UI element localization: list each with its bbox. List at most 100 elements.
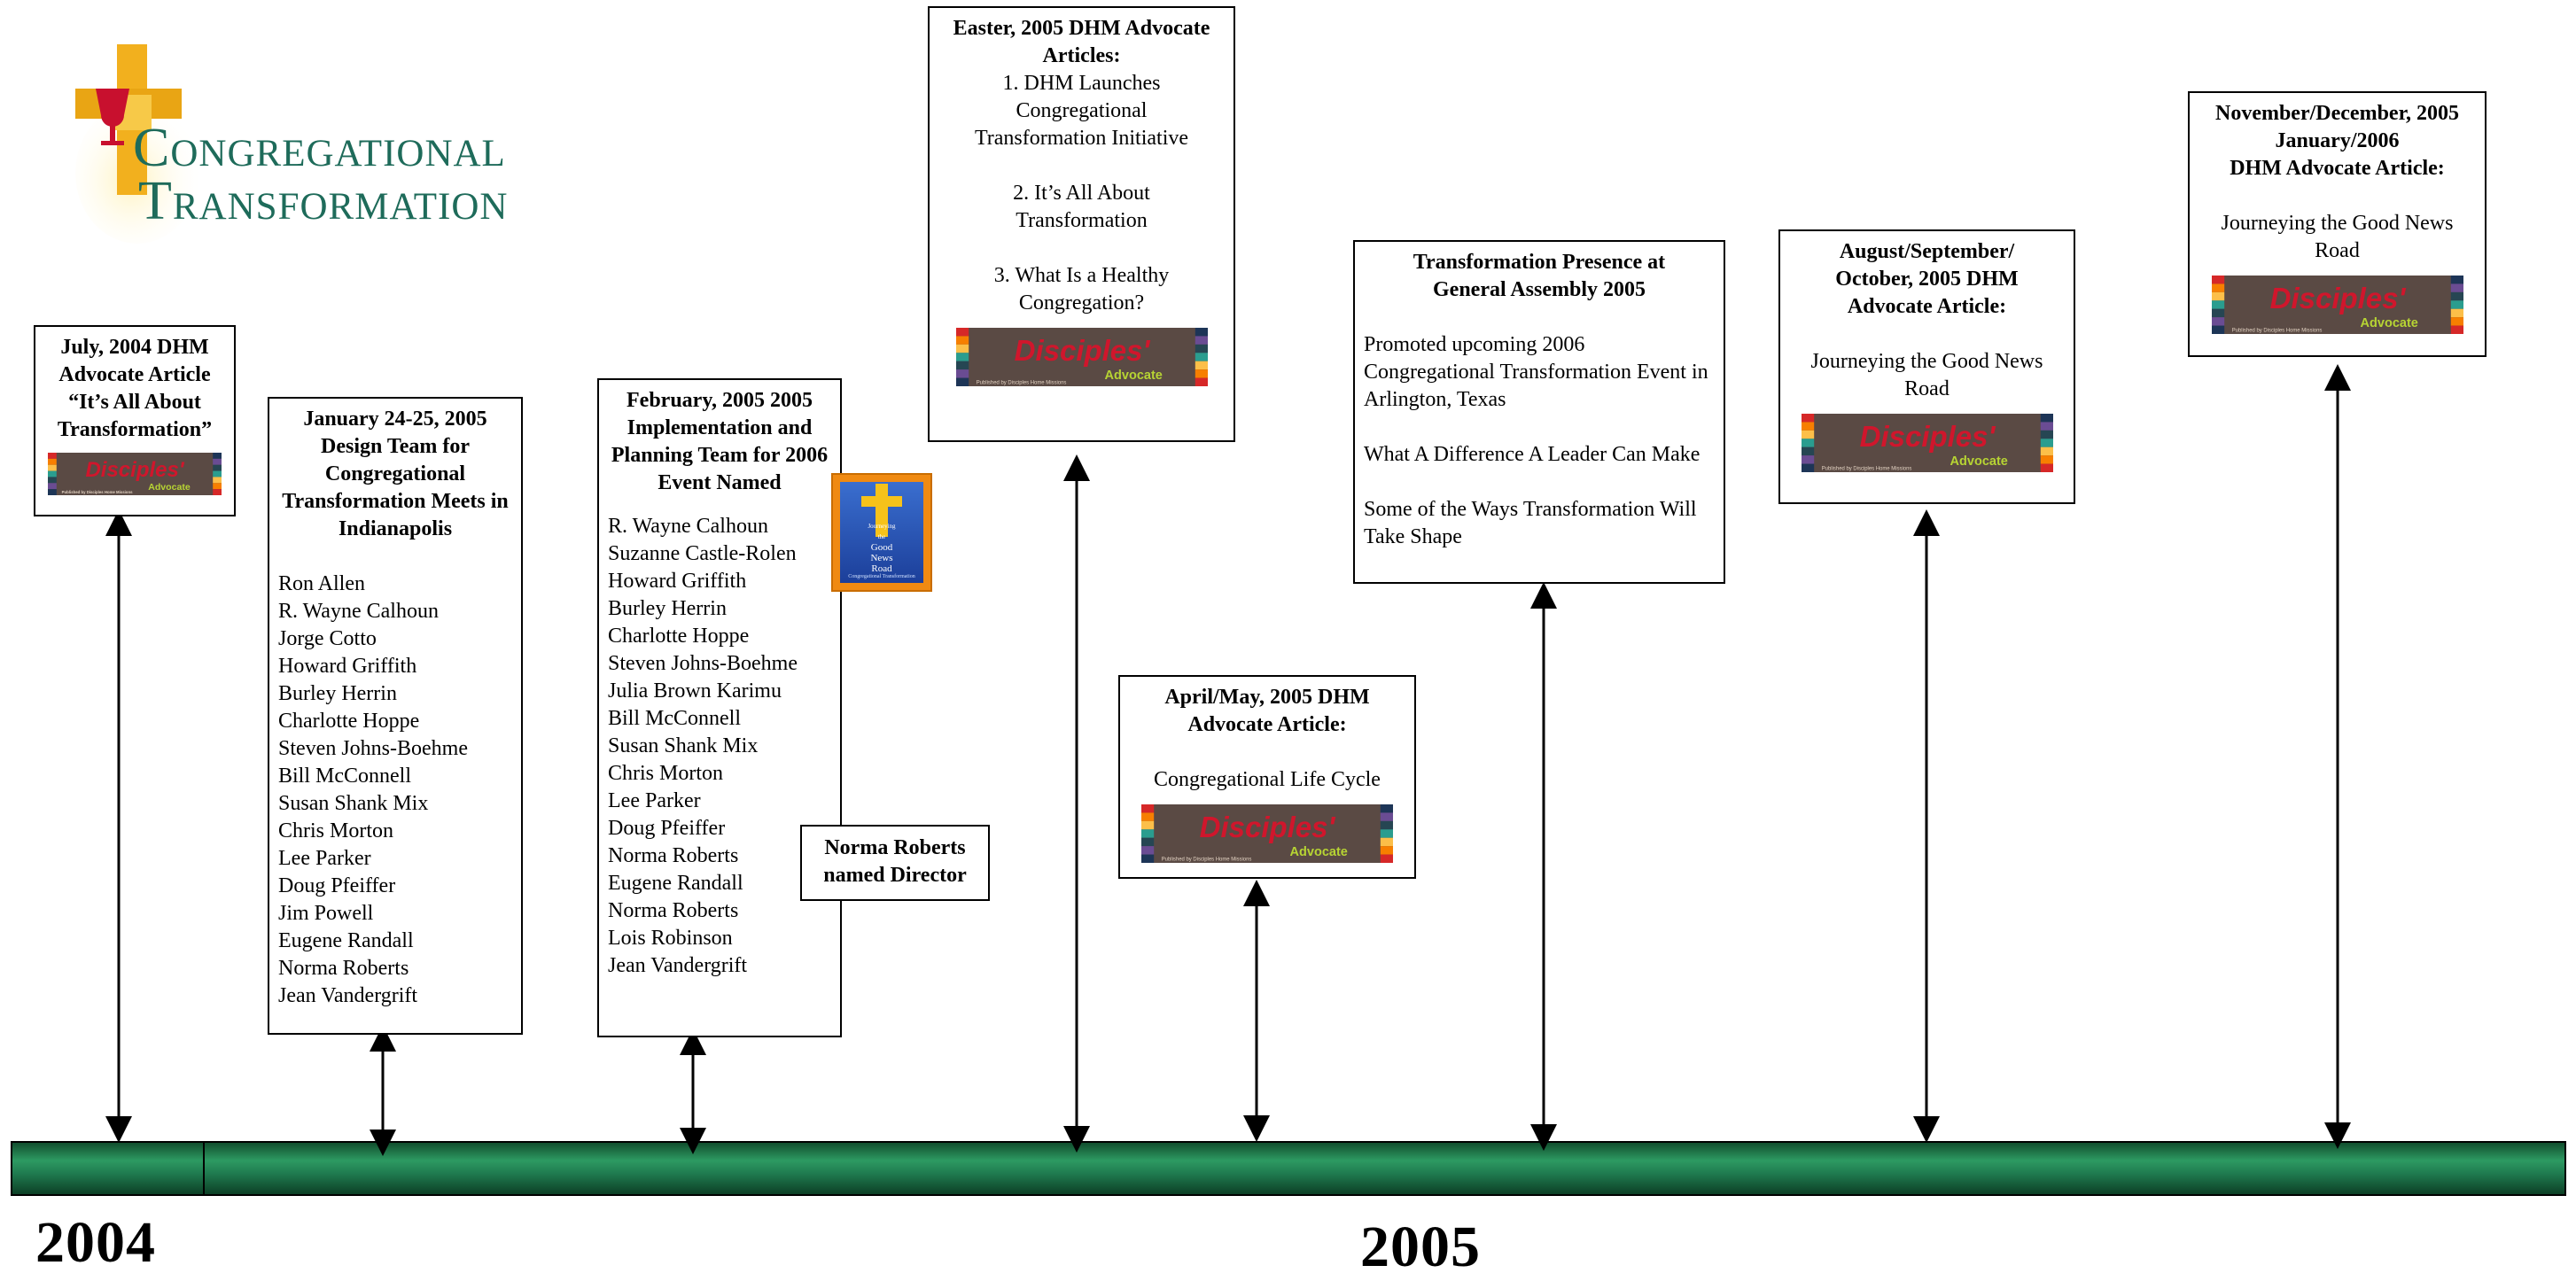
member-name: R. Wayne Calhoun: [278, 600, 439, 623]
member-name: Howard Griffith: [278, 655, 417, 678]
event-nov-2005: November/December, 2005 January/2006 DHM…: [2188, 91, 2487, 357]
member-name: Jean Vandergrift: [608, 954, 748, 977]
member-name: Lois Robinson: [608, 927, 733, 950]
member-name: Burley Herrin: [608, 597, 727, 620]
event-title: January 24-25, 2005 Design Team for Cong…: [282, 408, 509, 540]
ga-item-2: What A Difference A Leader Can Make: [1364, 443, 1700, 466]
member-name: Jean Vandergrift: [278, 984, 418, 1007]
event-jan-2005: January 24-25, 2005 Design Team for Cong…: [268, 397, 523, 1035]
disciples-advocate-badge: Disciples' Advocate Published by Discipl…: [2211, 276, 2463, 334]
booklet-line-1: Journeying: [868, 523, 896, 530]
event-general-assembly-2005: Transformation Presence at General Assem…: [1353, 240, 1725, 584]
svg-text:Published by Disciples Home Mi: Published by Disciples Home Missions: [1821, 466, 1911, 471]
member-name: R. Wayne Calhoun: [608, 515, 768, 538]
event-title-line-2: January/2006: [2275, 129, 2400, 152]
member-name: Bill McConnell: [608, 707, 741, 730]
member-name: Julia Brown Karimu: [608, 679, 782, 703]
event-title: Transformation Presence at General Assem…: [1413, 251, 1666, 301]
event-aug-2005: August/September/ October, 2005 DHM Advo…: [1778, 229, 2075, 504]
article-item-3: 3. What Is a Healthy Congregation?: [993, 264, 1170, 314]
member-name: Steven Johns-Boehme: [608, 652, 798, 675]
logo-line-2: Transformation: [138, 171, 509, 231]
article-body: Congregational Life Cycle: [1154, 768, 1381, 791]
svg-text:Published by Disciples Home Mi: Published by Disciples Home Missions: [2231, 328, 2322, 333]
svg-text:Published by Disciples Home Mi: Published by Disciples Home Missions: [976, 380, 1066, 385]
svg-text:Advocate: Advocate: [1290, 845, 1348, 859]
svg-text:Advocate: Advocate: [1104, 369, 1162, 383]
disciples-advocate-badge: Disciples' Advocate Published by Discipl…: [1141, 804, 1393, 863]
ga-item-3: Some of the Ways Transformation Will Tak…: [1364, 498, 1697, 548]
svg-text:Advocate: Advocate: [2360, 316, 2417, 330]
disciples-advocate-badge: Disciples' Advocate Published by Discipl…: [1801, 414, 2053, 472]
member-name: Steven Johns-Boehme: [278, 737, 468, 760]
member-name: Eugene Randall: [608, 872, 743, 895]
svg-text:Disciples': Disciples': [85, 458, 184, 482]
event-title: July, 2004 DHM Advocate Article “It’s Al…: [57, 336, 213, 441]
article-body: Journeying the Good News Road: [1810, 350, 2043, 400]
disciples-advocate-badge: Disciples' Advocate Published by Discipl…: [48, 453, 222, 495]
year-2004-label: 2004: [35, 1210, 156, 1275]
event-title-line-1: November/December, 2005: [2214, 102, 2460, 125]
booklet-line-2: the: [877, 533, 886, 540]
svg-text:Disciples': Disciples': [1859, 420, 1996, 453]
event-easter-2005: Easter, 2005 DHM Advocate Articles: 1. D…: [928, 6, 1235, 442]
member-name: Lee Parker: [278, 847, 371, 870]
article-item-1: 1. DHM Launches Congregational Transform…: [974, 72, 1189, 150]
timeline-bar: [11, 1141, 2566, 1196]
logo-line-1: Congregational: [133, 118, 506, 178]
member-name: Suzanne Castle-Rolen: [608, 542, 797, 565]
svg-text:Disciples': Disciples': [1014, 334, 1150, 367]
ga-item-1: Promoted upcoming 2006 Congregational Tr…: [1364, 333, 1708, 411]
member-name: Chris Morton: [278, 819, 394, 842]
member-name: Norma Roberts: [608, 899, 739, 922]
event-title: April/May, 2005 DHM Advocate Article:: [1164, 686, 1370, 736]
cross-chalice-icon: [75, 44, 199, 244]
member-name: Howard Griffith: [608, 570, 747, 593]
member-name: Jorge Cotto: [278, 627, 377, 650]
member-name: Doug Pfeiffer: [278, 874, 396, 897]
event-feb-2005: February, 2005 2005 Implementation and P…: [597, 378, 842, 1037]
member-name: Norma Roberts: [278, 957, 409, 980]
good-news-road-booklet: Journeying the Good News Road Congregati…: [831, 473, 932, 592]
logo: Congregational Transformation: [71, 40, 532, 244]
booklet-fine: Congregational Transformation: [848, 574, 915, 579]
event-title: Easter, 2005 DHM Advocate Articles:: [953, 17, 1210, 67]
logo-wordmark: Congregational Transformation: [133, 120, 508, 229]
member-name: Norma Roberts: [608, 844, 739, 867]
event-title: February, 2005 2005 Implementation and P…: [611, 389, 829, 494]
member-name: Ron Allen: [278, 572, 366, 595]
event-director-named: Norma Roberts named Director: [800, 825, 990, 901]
event-july-2004: July, 2004 DHM Advocate Article “It’s Al…: [34, 325, 236, 516]
event-title: August/September/ October, 2005 DHM Advo…: [1835, 240, 2019, 318]
member-name: Eugene Randall: [278, 929, 414, 952]
disciples-advocate-badge: Disciples' Advocate Published by Discipl…: [955, 328, 1208, 386]
svg-text:Published by Disciples Home Mi: Published by Disciples Home Missions: [62, 490, 133, 494]
member-name: Bill McConnell: [278, 765, 411, 788]
article-body: Journeying the Good News Road: [2221, 212, 2454, 262]
member-name: Charlotte Hoppe: [608, 625, 750, 648]
svg-text:Disciples': Disciples': [2269, 282, 2406, 314]
member-name: Charlotte Hoppe: [278, 710, 420, 733]
booklet-line-5: Road: [871, 563, 892, 574]
member-name: Lee Parker: [608, 789, 701, 812]
member-name: Burley Herrin: [278, 682, 397, 705]
member-name: Chris Morton: [608, 762, 724, 785]
article-item-2: 2. It’s All About Transformation: [1013, 182, 1150, 232]
event-apr-2005: April/May, 2005 DHM Advocate Article: Co…: [1118, 675, 1416, 879]
year-2005-label: 2005: [1360, 1215, 1481, 1279]
booklet-line-3: Good: [870, 542, 893, 553]
svg-text:Advocate: Advocate: [1950, 454, 2007, 469]
member-name: Susan Shank Mix: [608, 734, 759, 757]
svg-text:Disciples': Disciples': [1200, 811, 1336, 843]
member-name: Susan Shank Mix: [278, 792, 429, 815]
event-title-line-3: DHM Advocate Article:: [2230, 157, 2445, 180]
svg-text:Advocate: Advocate: [148, 482, 191, 493]
svg-text:Published by Disciples Home Mi: Published by Disciples Home Missions: [1162, 857, 1252, 862]
booklet-line-4: News: [870, 553, 893, 563]
member-name: Jim Powell: [278, 902, 374, 925]
member-name: Doug Pfeiffer: [608, 817, 726, 840]
event-title: Norma Roberts named Director: [823, 836, 967, 887]
